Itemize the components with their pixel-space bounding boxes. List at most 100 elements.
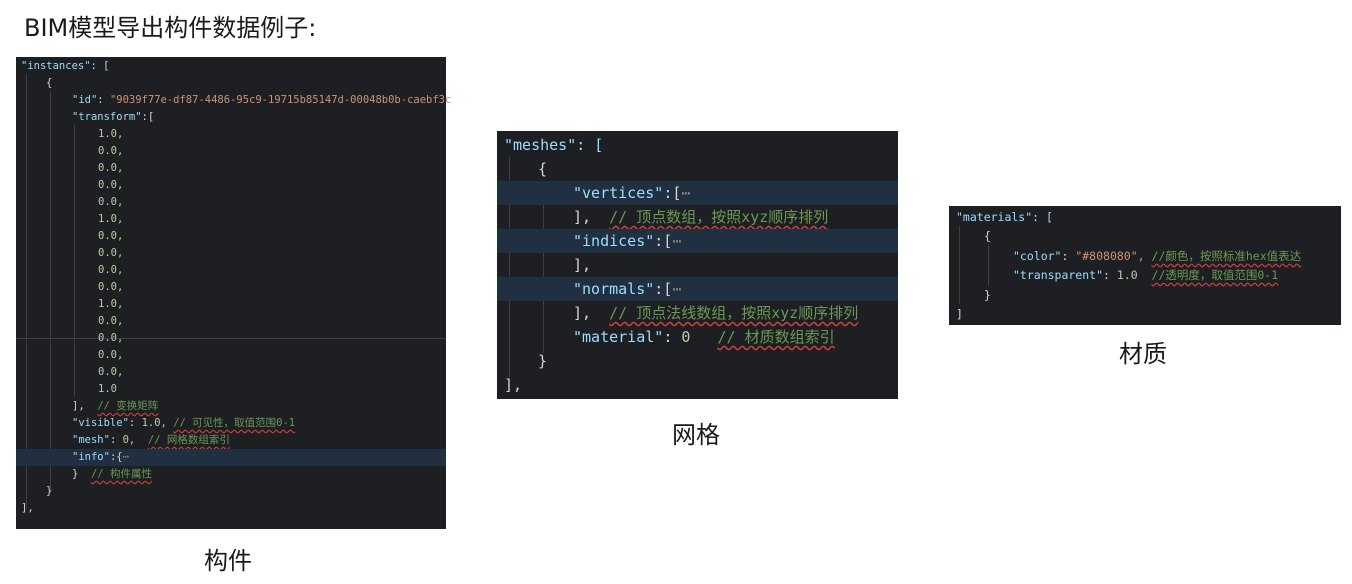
transform-value: 0.0, xyxy=(98,247,124,259)
transform-value: 0.0, xyxy=(98,230,124,242)
code-line: 0.0, xyxy=(98,313,446,330)
info-comment: // 构件属性 xyxy=(90,468,152,480)
fold-ellipsis-icon[interactable]: ⋯ xyxy=(681,184,691,202)
transform-value: 0.0, xyxy=(98,349,124,361)
code-line: "visible": 1.0, // 可见性，取值范围0-1 xyxy=(72,417,296,429)
meshes-key: "meshes": [ xyxy=(504,136,604,154)
transform-value: 0.0, xyxy=(98,179,124,191)
code-line: 1.0, xyxy=(98,126,446,143)
indices-key: "indices" xyxy=(573,232,655,250)
color-key: "color" xyxy=(1013,249,1062,263)
mesh-comment: // 网格数组索引 xyxy=(147,434,230,446)
transform-value: 0.0, xyxy=(98,281,124,293)
bracket: ], xyxy=(573,256,592,274)
id-key: "id" xyxy=(72,94,98,106)
brace: } xyxy=(46,485,53,497)
brace: } xyxy=(538,352,548,370)
code-line-folded[interactable]: "indices":[⋯ xyxy=(497,229,898,253)
transform-value: 1.0, xyxy=(98,128,124,140)
visible-comment: // 可见性，取值范围0-1 xyxy=(173,417,296,429)
code-line: "transform":[ xyxy=(72,109,446,126)
indent-guide xyxy=(74,125,75,397)
code-line-folded[interactable]: "normals":[⋯ xyxy=(497,277,898,301)
material-key: "material" xyxy=(573,328,664,346)
code-line: ], xyxy=(21,500,446,517)
bracket: ], xyxy=(21,502,34,514)
bracket: ] xyxy=(956,307,963,321)
code-line: "meshes": [ xyxy=(504,133,898,157)
transparent-comment: //透明度，取值范围0-1 xyxy=(1151,268,1279,282)
transform-comment: // 变换矩阵 xyxy=(97,400,159,412)
code-line: { xyxy=(538,157,898,181)
code-line: "mesh": 0, // 网格数组索引 xyxy=(72,434,230,446)
brace: } xyxy=(72,468,79,480)
materials-key: "materials": [ xyxy=(956,210,1053,224)
code-line: ] xyxy=(956,305,1341,325)
normals-comment: // 顶点法线数组，按照xyz顺序排列 xyxy=(609,304,859,322)
page-title: BIM模型导出构件数据例子: xyxy=(24,14,317,42)
code-line: ], // 变换矩阵 xyxy=(72,398,446,415)
transparent-key: "transparent" xyxy=(1013,268,1104,282)
fold-ellipsis-icon[interactable]: ⋯ xyxy=(672,232,682,250)
code-line: 0.0, xyxy=(98,194,446,211)
mesh-key: "mesh" xyxy=(72,434,110,446)
code-line-folded[interactable]: "vertices":[⋯ xyxy=(497,181,898,205)
transform-value: 1.0 xyxy=(98,383,117,395)
code-line: } xyxy=(46,483,446,500)
bracket: ], xyxy=(573,304,592,322)
vertices-comment: // 顶点数组，按照xyz顺序排列 xyxy=(609,208,829,226)
brace: { xyxy=(538,160,548,178)
code-line: 1.0, xyxy=(98,211,446,228)
code-line: "color": "#808080", //颜色，按照标准hex值表达 xyxy=(1013,249,1302,263)
code-line: "materials": [ xyxy=(956,208,1341,228)
code-line: 0.0, xyxy=(98,177,446,194)
transform-value: 0.0, xyxy=(98,162,124,174)
code-line: } xyxy=(984,286,1341,306)
code-line: 0.0, xyxy=(98,228,446,245)
brace: :{ xyxy=(109,451,123,463)
material-value: 0 xyxy=(681,328,691,346)
bracket: ], xyxy=(573,208,592,226)
code-line: } xyxy=(538,349,898,373)
code-line: { xyxy=(984,227,1341,247)
code-line: 1.0, xyxy=(98,296,446,313)
code-line: 0.0, xyxy=(98,347,446,364)
code-line: ], // 顶点数组，按照xyz顺序排列 xyxy=(573,205,898,229)
code-line: { xyxy=(46,75,446,92)
brace: { xyxy=(46,77,53,89)
caption-meshes: 网格 xyxy=(672,421,720,449)
brace: { xyxy=(984,229,991,243)
bracket: :[ xyxy=(663,184,682,202)
caption-materials: 材质 xyxy=(1119,340,1167,368)
transform-value: 1.0, xyxy=(98,298,124,310)
fold-ellipsis-icon[interactable]: ⋯ xyxy=(122,451,129,463)
indent-guide xyxy=(50,91,51,493)
transform-value: 1.0, xyxy=(98,213,124,225)
indent-guide xyxy=(26,74,27,510)
code-line: } // 构件属性 xyxy=(72,466,446,483)
indent-guide xyxy=(959,226,960,304)
code-line: 0.0, xyxy=(98,160,446,177)
indent-guide xyxy=(543,181,544,353)
transform-value: 0.0, xyxy=(98,196,124,208)
fold-ellipsis-icon[interactable]: ⋯ xyxy=(672,280,682,298)
transparent-value: 1.0 xyxy=(1116,268,1138,282)
brace: } xyxy=(984,288,991,302)
visible-value: 1.0, xyxy=(141,417,167,429)
code-line: 0.0, xyxy=(98,245,446,262)
material-comment: // 材质数组索引 xyxy=(717,328,835,346)
code-line: ], xyxy=(504,373,898,397)
info-key: "info" xyxy=(72,451,110,463)
code-line-folded[interactable]: "info":{⋯ xyxy=(16,449,446,466)
indent-guide xyxy=(988,245,989,285)
code-line: 0.0, xyxy=(98,330,446,347)
code-line: "id": "9039f77e-df87-4486-95c9-19715b851… xyxy=(72,94,452,106)
bracket: ], xyxy=(504,376,523,394)
code-line: "material": 0 // 材质数组索引 xyxy=(573,328,835,346)
transform-value: 0.0, xyxy=(98,366,124,378)
transform-value: 0.0, xyxy=(98,315,124,327)
mesh-value: 0, xyxy=(122,434,136,446)
meshes-code-panel: "meshes": [ { "vertices":[⋯ ], // 顶点数组，按… xyxy=(497,131,898,399)
bracket: :[ xyxy=(654,280,673,298)
transform-value: 0.0, xyxy=(98,332,124,344)
